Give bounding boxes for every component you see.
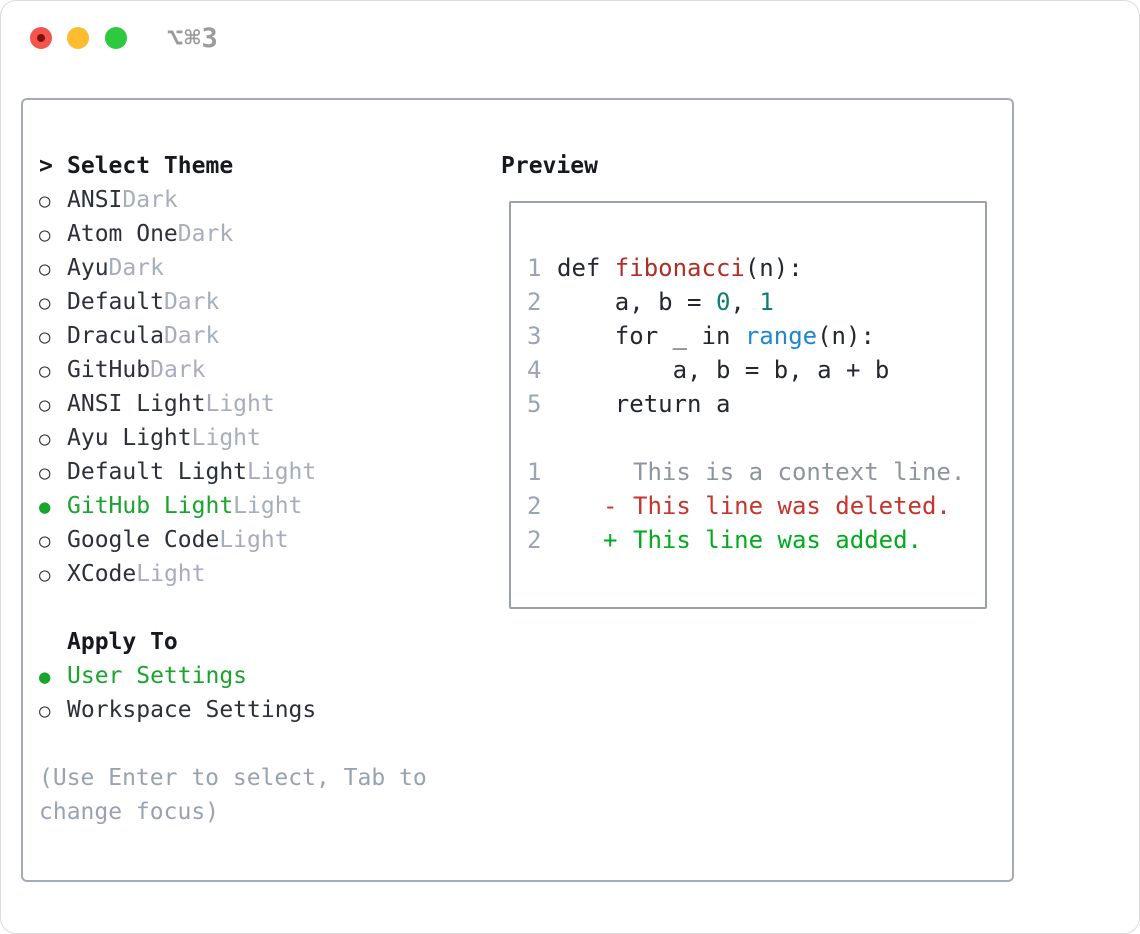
select-theme-header: > Select Theme xyxy=(39,149,479,183)
radio-icon: ○ xyxy=(39,224,51,246)
radio-icon: ○ xyxy=(39,462,51,484)
diff-line-added: 2+This line was added. xyxy=(527,523,985,557)
radio-icon: ○ xyxy=(39,394,51,416)
code-line: 2 a, b = 0, 1 xyxy=(527,285,985,319)
line-number: 2 xyxy=(527,526,542,554)
theme-option-default-light[interactable]: ○Default LightLight xyxy=(39,455,479,489)
zoom-button[interactable] xyxy=(105,27,127,49)
radio-icon: ○ xyxy=(39,292,51,314)
line-number: 2 xyxy=(527,492,542,520)
window-title: ⌥⌘3 xyxy=(167,23,219,54)
minimize-button[interactable] xyxy=(67,27,89,49)
radio-icon: ○ xyxy=(39,564,51,586)
line-number: 5 xyxy=(527,390,542,418)
radio-icon: ○ xyxy=(39,428,51,450)
apply-to-header: Apply To xyxy=(39,625,479,659)
radio-icon: ○ xyxy=(39,530,51,552)
diff-marker-minus: - xyxy=(603,492,618,520)
line-number: 4 xyxy=(527,356,542,384)
diff-line-deleted: 2-This line was deleted. xyxy=(527,489,985,523)
radio-selected-icon: ● xyxy=(39,666,51,688)
radio-icon: ○ xyxy=(39,700,51,722)
help-text-line2: change focus) xyxy=(39,799,220,825)
theme-option-default-dark[interactable]: ○DefaultDark xyxy=(39,285,479,319)
theme-option-dracula-dark[interactable]: ○DraculaDark xyxy=(39,319,479,353)
theme-list: >Select Theme ○ANSIDark ○Atom OneDark ○A… xyxy=(39,149,479,829)
preview-title: Preview xyxy=(501,153,598,179)
theme-option-google-code-light[interactable]: ○Google CodeLight xyxy=(39,523,479,557)
apply-option-user-settings[interactable]: ●User Settings xyxy=(39,659,479,693)
code-line: 3 for _ in range(n): xyxy=(527,319,985,353)
code-line: 5 return a xyxy=(527,387,985,421)
theme-option-ansi-dark[interactable]: ○ANSIDark xyxy=(39,183,479,217)
line-number: 3 xyxy=(527,322,542,350)
line-number: 1 xyxy=(527,254,542,282)
theme-option-ansi-light[interactable]: ○ANSI LightLight xyxy=(39,387,479,421)
theme-option-ayu-dark[interactable]: ○AyuDark xyxy=(39,251,479,285)
close-button[interactable] xyxy=(30,27,52,49)
diff-marker xyxy=(603,455,633,489)
line-number: 1 xyxy=(527,458,542,486)
prompt-icon: > xyxy=(39,153,53,179)
radio-selected-icon: ● xyxy=(39,496,51,518)
radio-icon: ○ xyxy=(39,190,51,212)
titlebar: ⌥⌘3 xyxy=(1,1,1139,76)
radio-icon: ○ xyxy=(39,258,51,280)
line-number: 2 xyxy=(527,288,542,316)
apply-option-workspace-settings[interactable]: ○Workspace Settings xyxy=(39,693,479,727)
apply-to-title: Apply To xyxy=(67,629,178,655)
code-line: 4 a, b = b, a + b xyxy=(527,353,985,387)
theme-option-xcode-light[interactable]: ○XCodeLight xyxy=(39,557,479,591)
theme-option-atom-one-dark[interactable]: ○Atom OneDark xyxy=(39,217,479,251)
theme-option-github-light[interactable]: ●GitHub LightLight xyxy=(39,489,479,523)
radio-icon: ○ xyxy=(39,326,51,348)
diff-marker-plus: + xyxy=(603,526,618,554)
help-text-line1: (Use Enter to select, Tab to xyxy=(39,765,427,791)
radio-icon: ○ xyxy=(39,360,51,382)
theme-option-ayu-light[interactable]: ○Ayu LightLight xyxy=(39,421,479,455)
theme-option-github-dark[interactable]: ○GitHubDark xyxy=(39,353,479,387)
diff-line-context: 1 This is a context line. xyxy=(527,455,985,489)
select-theme-title: Select Theme xyxy=(67,153,234,179)
